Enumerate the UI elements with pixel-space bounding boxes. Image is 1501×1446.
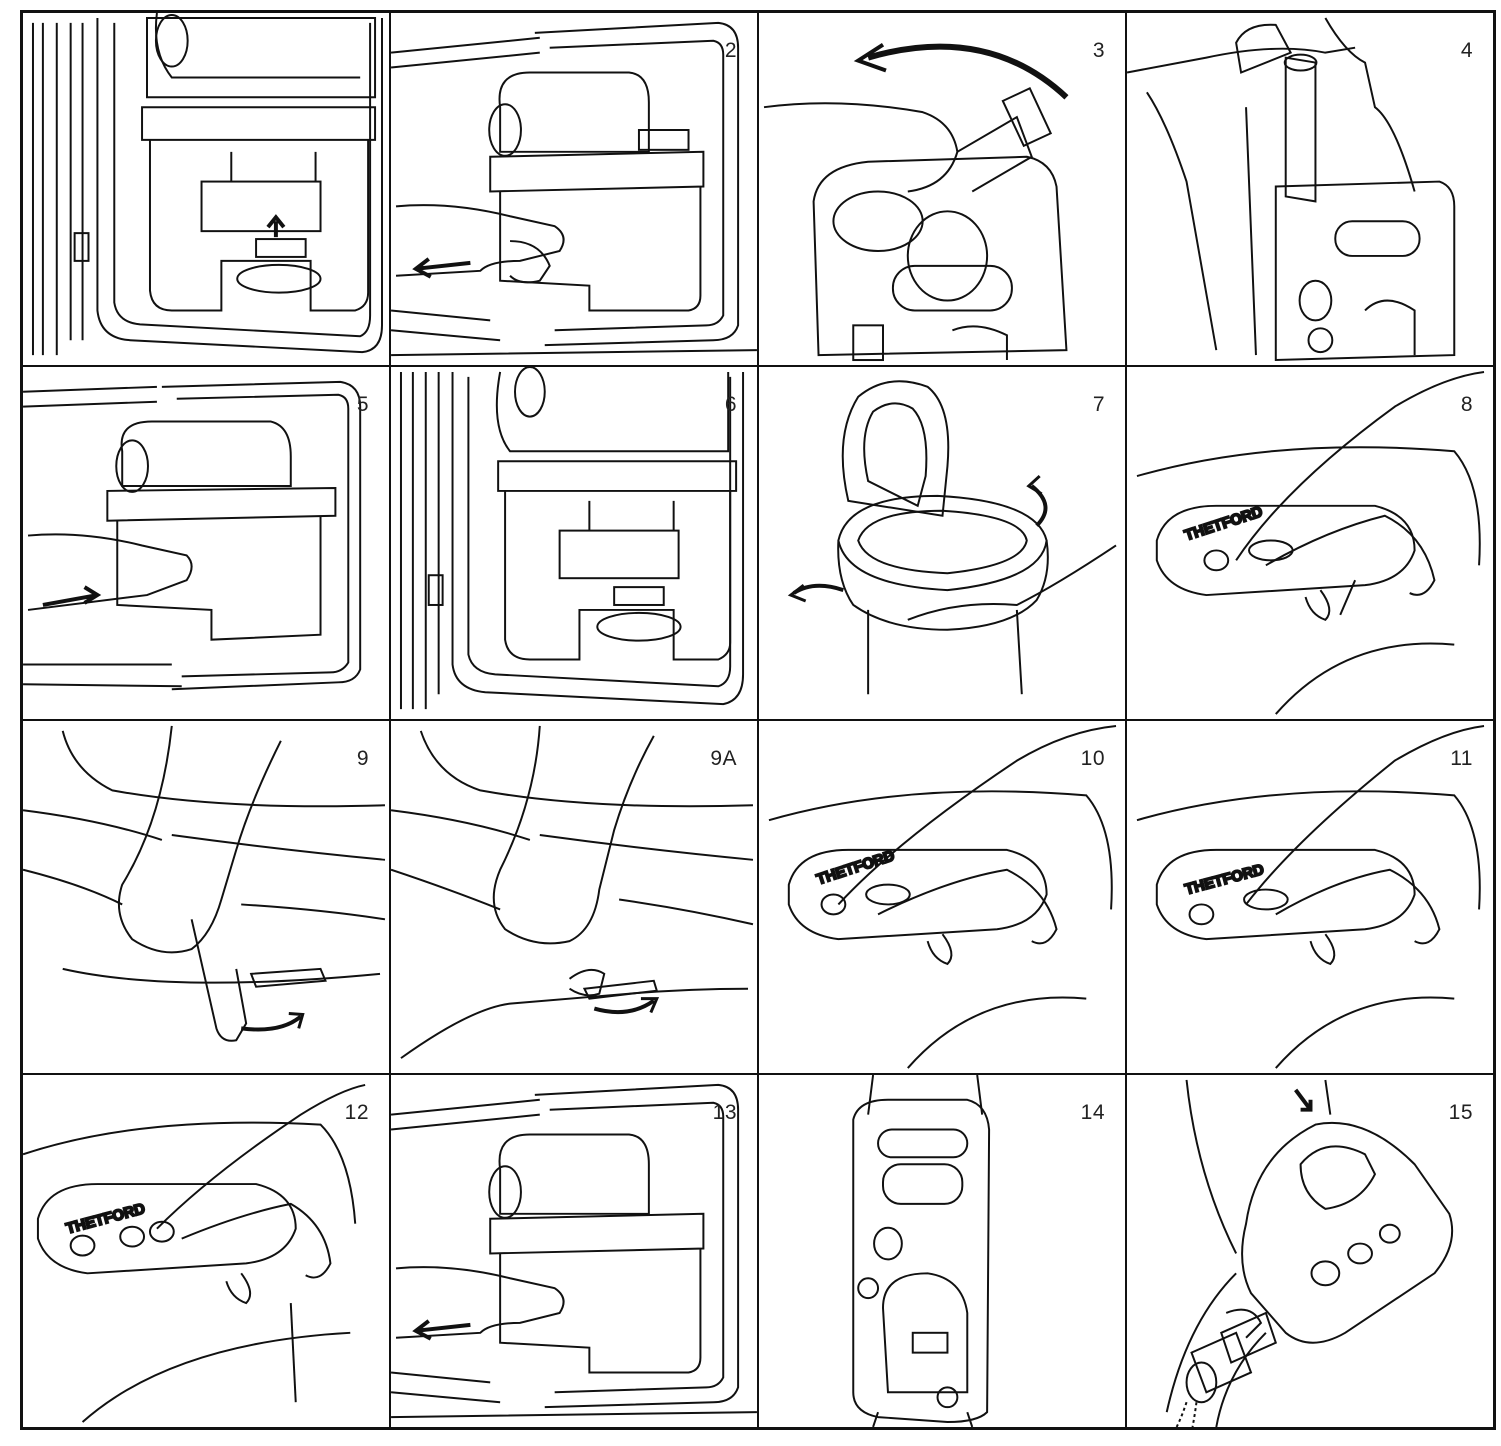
step-panel-6: 6 (390, 366, 758, 720)
step-panel-10: THETFORD 10 (758, 720, 1126, 1074)
carry-cassette-illustration (852, 1075, 991, 1427)
control-panel-icon (820, 883, 911, 916)
step-panel-14: 14 (758, 1074, 1126, 1428)
hand-icon (117, 725, 282, 1042)
cassette-pull-out-illustration (391, 21, 757, 357)
emptying-cassette-illustration (1127, 17, 1456, 362)
step-panel-12: THETFORD 12 (22, 1074, 390, 1428)
valve-handle-pull-illustration (23, 725, 386, 1042)
cassette-inserted-illustration (399, 367, 745, 710)
arrow-right-icon (42, 585, 102, 607)
step-number-10: 10 (1080, 747, 1105, 770)
hand-icon (1235, 370, 1485, 621)
step-panel-13: 13 (390, 1074, 758, 1428)
step-number-6: 6 (724, 393, 737, 416)
arrow-up-icon (266, 214, 286, 238)
arrow-curved-icon (240, 1014, 302, 1032)
brand-label: THETFORD (1183, 862, 1266, 898)
step-number-13: 13 (712, 1101, 737, 1124)
step-panel-8: THETFORD 8 (1126, 366, 1494, 720)
step-number-3: 3 (1092, 39, 1105, 62)
control-panel-icon (69, 1220, 175, 1257)
step-panel-4: 4 (1126, 12, 1494, 366)
step-panel-3: 3 (758, 12, 1126, 366)
remove-cassette-illustration (391, 1083, 757, 1419)
flush-button-press-illustration: THETFORD (1136, 370, 1485, 715)
step-panel-9a: 9A (390, 720, 758, 1074)
pour-out-cassette-illustration (1165, 1079, 1454, 1427)
arrow-curved-icon (593, 998, 655, 1015)
brand-label: THETFORD (65, 1201, 148, 1237)
step-number-9: 9 (356, 747, 369, 770)
step-panel-9: 9 (22, 720, 390, 1074)
step-panel-2: 2 (390, 12, 758, 366)
arrow-curved-icon (867, 43, 1069, 100)
hand-icon (837, 724, 1117, 966)
press-level-button-illustration: THETFORD (23, 1083, 366, 1423)
brand-label: THETFORD (815, 848, 897, 888)
step-number-8: 8 (1460, 393, 1473, 416)
press-flush-button-illustration: THETFORD (768, 724, 1117, 1069)
step-number-4: 4 (1460, 39, 1473, 62)
step-number-15: 15 (1448, 1101, 1473, 1124)
toilet-seat-icon (841, 380, 950, 517)
arrow-left-icon (412, 1319, 471, 1341)
step-number-5: 5 (356, 393, 369, 416)
hand-icon (492, 725, 655, 997)
cassette-tank-icon (1241, 1121, 1454, 1344)
step-panel-15: 15 (1126, 1074, 1494, 1428)
step-panel-1 (22, 12, 390, 366)
hand-icon (1245, 724, 1485, 966)
step-panel-5: 5 (22, 366, 390, 720)
step-number-14: 14 (1080, 1101, 1105, 1124)
step-number-12: 12 (344, 1101, 369, 1124)
cassette-in-hatch-illustration (31, 13, 383, 356)
spout-rotate-illustration (763, 43, 1069, 362)
hand-icon (156, 1083, 366, 1305)
cassette-tank-icon (852, 1098, 991, 1424)
control-panel-icon (1203, 539, 1294, 572)
step-number-11: 11 (1450, 747, 1473, 770)
step-panel-11: THETFORD 11 (1126, 720, 1494, 1074)
step-number-9a: 9A (710, 747, 737, 770)
step-number-7: 7 (1092, 393, 1105, 416)
step-panel-7: 7 (758, 366, 1126, 720)
valve-lever-illustration (391, 725, 754, 1059)
step-number-2: 2 (724, 39, 737, 62)
cassette-push-in-illustration (23, 380, 362, 691)
arrow-left-icon (412, 257, 471, 279)
control-panel-icon (1188, 888, 1289, 926)
press-second-button-illustration: THETFORD (1136, 724, 1485, 1069)
toilet-bowl-rotate-illustration (787, 380, 1117, 695)
step-grid: 2 3 (20, 10, 1496, 1430)
arrow-down-icon (1294, 1088, 1313, 1112)
